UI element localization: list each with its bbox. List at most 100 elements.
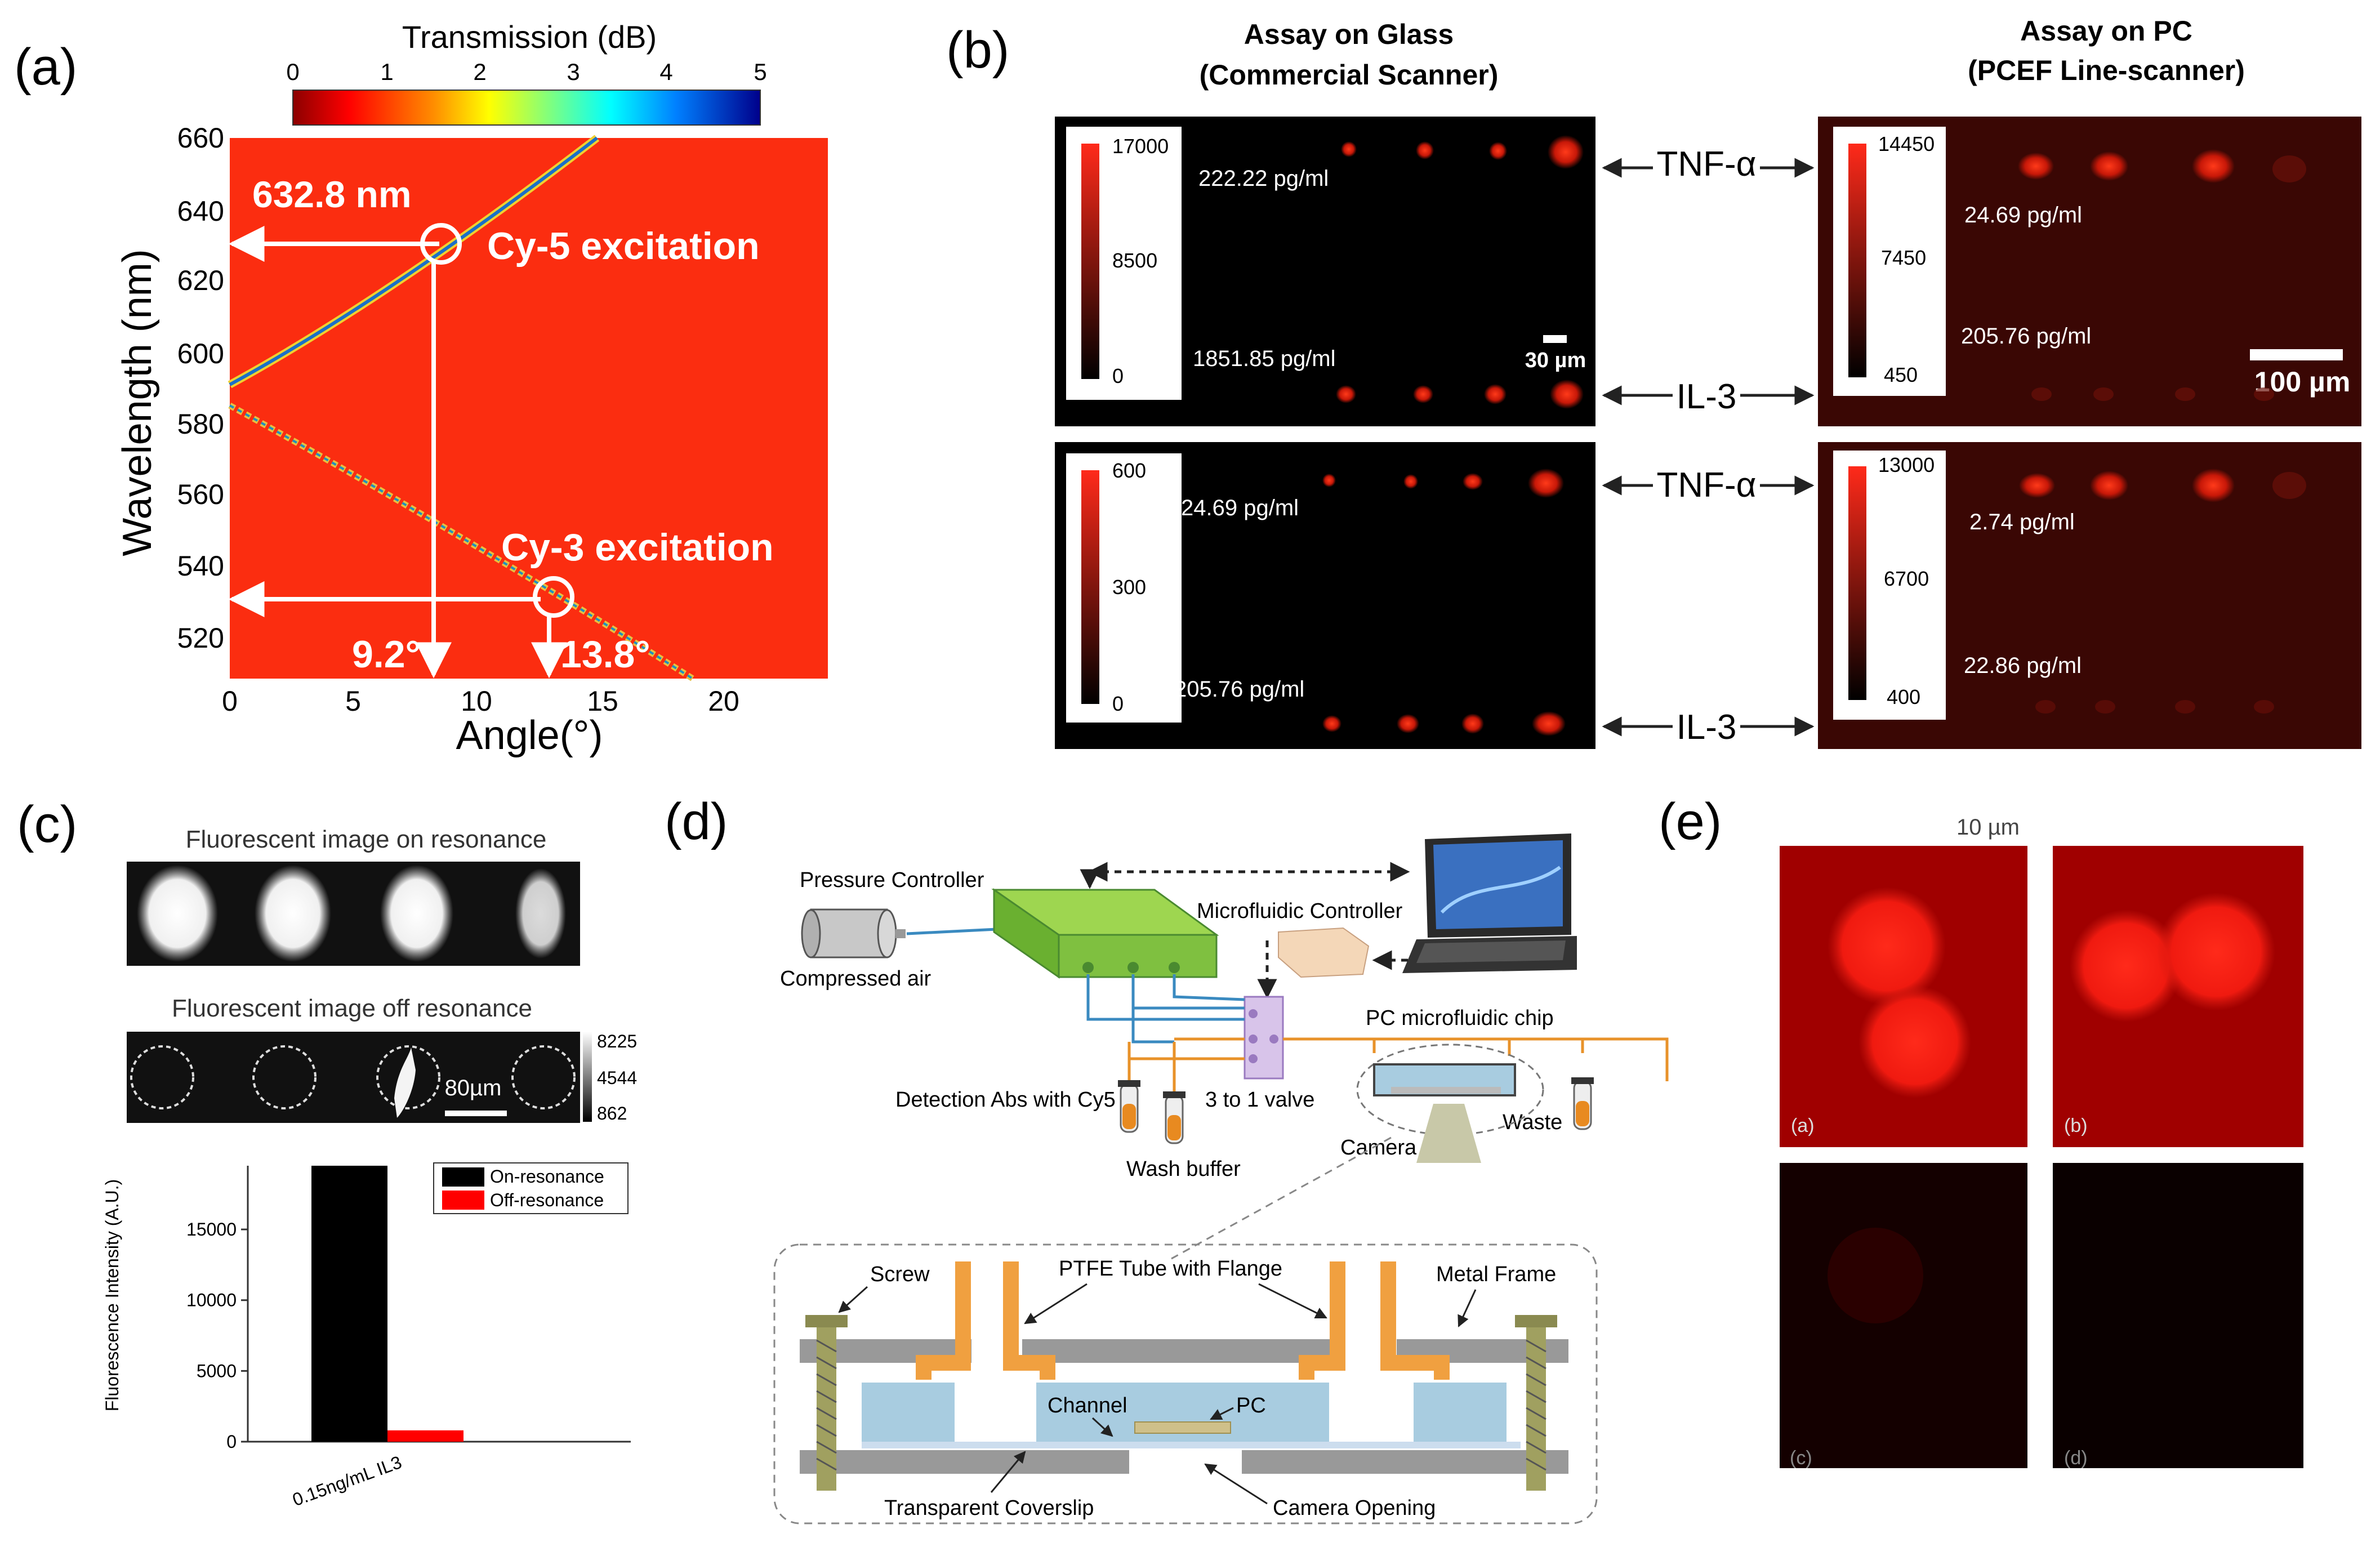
- legend: On-resonance Off-resonance: [433, 1162, 629, 1214]
- y-tick-label: 580: [177, 408, 224, 440]
- label-screw: Screw: [870, 1263, 930, 1286]
- spot: [1548, 135, 1584, 169]
- y-tick-label: 600: [177, 338, 224, 369]
- spot-outline: [511, 1045, 576, 1109]
- spot: [2090, 471, 2128, 500]
- label-camera-opening: Camera Opening: [1273, 1496, 1436, 1520]
- artifact-streak: [394, 1047, 416, 1118]
- label-metal-frame: Metal Frame: [1436, 1263, 1556, 1286]
- bright-spot: [515, 868, 566, 958]
- x-tick-label: 5: [345, 685, 361, 717]
- annot-cy5: Cy-5 excitation: [487, 225, 760, 267]
- bar-off-resonance: [387, 1430, 463, 1442]
- bottom-plate-right: [1242, 1450, 1568, 1474]
- spot: [2095, 700, 2115, 714]
- spot: [2272, 472, 2306, 499]
- spot: [2254, 387, 2274, 401]
- spot: [1484, 384, 1507, 404]
- intensity-scale-bar: [1081, 470, 1099, 704]
- y-axis-label: Wavelength (nm): [115, 249, 160, 556]
- screw-left: [805, 1315, 848, 1491]
- scale-max: 13000: [1878, 453, 1935, 476]
- channel-block: [862, 1383, 955, 1442]
- title-on-resonance: Fluorescent image on resonance: [186, 826, 547, 853]
- colorbar-title: Transmission (dB): [402, 19, 657, 55]
- spot: [1403, 474, 1418, 489]
- conc-bottom: 22.86 pg/ml: [1964, 653, 2082, 678]
- scale-bar-label: 80µm: [445, 1076, 502, 1100]
- top-plate-mid: [1022, 1339, 1343, 1363]
- header-glass-2: (Commercial Scanner): [1200, 59, 1499, 91]
- header-glass-1: Assay on Glass: [1244, 19, 1454, 50]
- x-ticks: 0 5 10 15 20: [222, 685, 739, 717]
- panel-label-c: (c): [17, 796, 77, 853]
- spot-outline: [252, 1045, 317, 1109]
- spot: [1413, 385, 1433, 403]
- label-wash-buffer: Wash buffer: [1126, 1157, 1241, 1181]
- off-resonance-image: [127, 1032, 580, 1123]
- pc-image-low: 13000 6700 400 2.74 pg/ml 22.86 pg/ml: [1818, 442, 2361, 749]
- spot: [2019, 473, 2055, 498]
- spot: [1322, 715, 1341, 732]
- panel-a: (a) Transmission (dB) 0 1 2 3 4 5 632.8 …: [14, 19, 828, 758]
- y-tick-label: 660: [177, 122, 224, 154]
- y-tick-label: 15000: [186, 1219, 237, 1240]
- spot: [1489, 142, 1507, 160]
- y-axis-label: Fluorescence Intensity (A.U.): [102, 1179, 122, 1412]
- intensity-scale-bar: [1081, 144, 1099, 379]
- header-pc-2: (PCEF Line-scanner): [1968, 55, 2245, 86]
- conc-bottom: 205.76 pg/ml: [1961, 324, 2091, 349]
- label-compressed-air: Compressed air: [780, 967, 932, 991]
- bright-spot: [137, 865, 218, 962]
- panel-label-e: (e): [1659, 793, 1722, 850]
- resonance-curve-upper-core: [229, 136, 598, 386]
- glass-image-high: 17000 8500 0 222.22 pg/ml 1851.85 pg/ml …: [1055, 117, 1595, 426]
- label-coverslip: Transparent Coverslip: [884, 1496, 1094, 1520]
- coverslip: [862, 1442, 1521, 1448]
- y-tick-label: 520: [177, 622, 224, 654]
- scale-bar-label: 10 µm: [1956, 815, 2020, 840]
- cy5-circle: [420, 223, 462, 265]
- intensity-scale-bar: [1848, 466, 1866, 700]
- title-off-resonance: Fluorescent image off resonance: [172, 995, 532, 1022]
- spot: [2175, 700, 2195, 714]
- pc-strip: [1134, 1421, 1231, 1434]
- annot-632nm: 632.8 nm: [252, 173, 412, 215]
- colorbar-tick: 1: [380, 59, 393, 85]
- spot: [1397, 714, 1419, 733]
- sub-label-c: (c): [1790, 1447, 1812, 1469]
- x-tick-label: 20: [708, 685, 739, 717]
- spot: [1550, 380, 1584, 409]
- label-microfluidic-controller: Microfluidic Controller: [1197, 899, 1403, 923]
- cell-image-d: [2053, 1163, 2303, 1468]
- il3-label-2: IL-3: [1677, 708, 1737, 747]
- spot: [1463, 473, 1483, 490]
- header-pc-1: Assay on PC: [2020, 15, 2192, 47]
- spot: [2272, 155, 2306, 182]
- colorbar-tick: 0: [286, 59, 299, 85]
- label-channel: Channel: [1048, 1394, 1127, 1417]
- gray-scale-mid: 4544: [597, 1068, 637, 1088]
- camera-icon: [1416, 1104, 1481, 1163]
- colorbar: [292, 90, 761, 126]
- x-tick-label: 15: [587, 685, 618, 717]
- conc-bottom: 1851.85 pg/ml: [1193, 346, 1336, 371]
- intensity-scale-bar: [1848, 144, 1866, 377]
- bright-spot: [255, 865, 331, 962]
- scale-max: 600: [1112, 459, 1146, 482]
- panel-d: (d) Compressed air Pressure Controller: [665, 793, 1669, 1524]
- gray-scale-max: 8225: [597, 1031, 637, 1051]
- spot: [2254, 700, 2274, 714]
- spot: [1416, 141, 1434, 159]
- colorbar-tick: 2: [473, 59, 486, 85]
- cell-image-c: [1780, 1163, 2027, 1468]
- spot: [2018, 153, 2054, 180]
- spot: [1322, 474, 1336, 487]
- tnf-label-2: TNF-α: [1656, 466, 1756, 505]
- y-ticks: 660 640 620 600 580 560 540 520: [177, 122, 224, 654]
- y-tick-label: 0: [226, 1432, 237, 1452]
- panel-e: (e) 10 µm (a) (b) (c) (d): [1659, 793, 2303, 1469]
- cell: [2157, 893, 2275, 1011]
- heatmap-plot: [230, 138, 828, 679]
- spot: [2192, 149, 2235, 183]
